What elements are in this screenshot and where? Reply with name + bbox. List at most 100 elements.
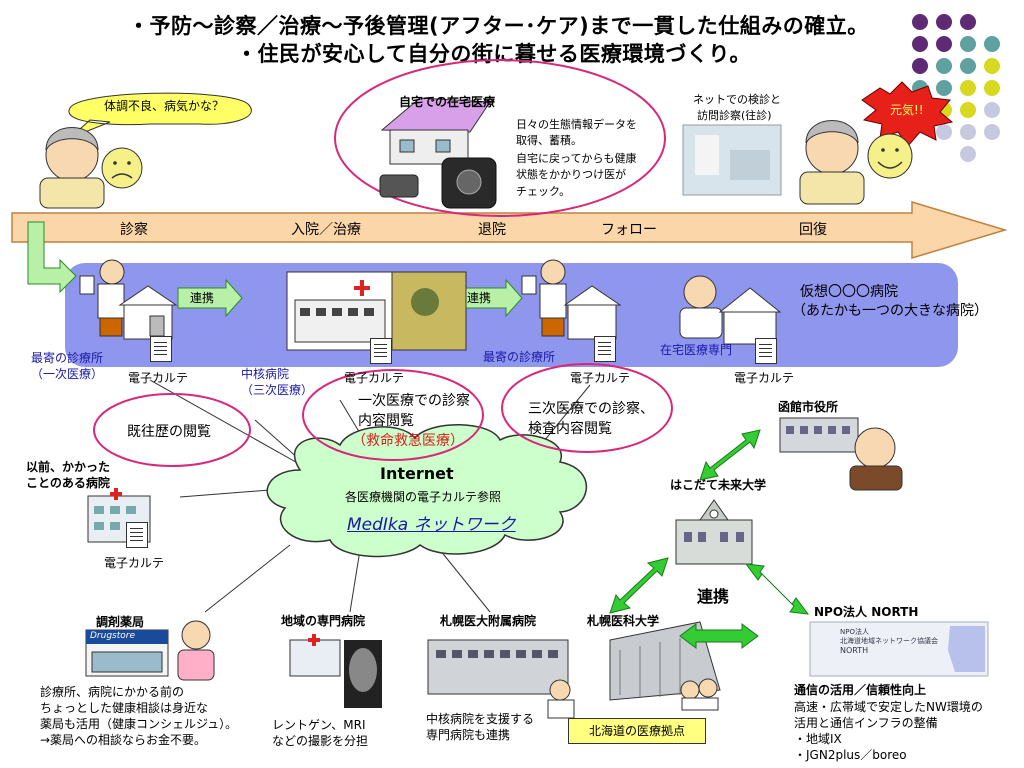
tertiary-care-1: 三次医療での診察、 <box>528 401 654 417</box>
karte-icon <box>370 338 392 364</box>
npo-desc-3: 活用と通信インフラの整備 <box>794 716 938 730</box>
timeline-label-5: 回復 <box>799 222 827 238</box>
karte-label-2: 電子カルテ <box>344 371 405 385</box>
home-care-desc-1: 日々の生態情報データを <box>516 118 637 131</box>
city-office-figure <box>779 417 903 491</box>
core-hospital-label-2: （三次医療） <box>241 383 314 397</box>
medika-network-link[interactable]: MedIka ネットワーク <box>347 515 516 535</box>
title-line-1: ・予防～診察／治療～予後管理(アフター･ケア)まで一貫した仕組みの確立。 <box>128 14 869 38</box>
virtual-hospital-note: （あたかも一つの大きな病院） <box>792 303 988 319</box>
bubble-right-shape <box>861 81 954 147</box>
clinic2-figure <box>521 259 622 340</box>
karte-icon <box>594 336 616 362</box>
npo-desc-2: 高速・広帯域で安定したNW環境の <box>794 700 983 714</box>
timeline-label-3: 退院 <box>478 222 506 238</box>
npo-desc-1: 通信の活用／信頼性向上 <box>794 683 927 697</box>
pharmacy-title: 調剤薬局 <box>96 615 145 629</box>
specialist-title: 地域の専門病院 <box>281 614 366 628</box>
specialist-figure <box>289 634 382 708</box>
renkei-arrow-1 <box>177 278 243 318</box>
decorative-dots <box>912 14 1012 164</box>
sapporo-hospital-figure <box>427 639 575 719</box>
renkei-arrow-2 <box>459 278 523 318</box>
core-hospital-label-1: 中核病院 <box>241 367 290 381</box>
oval-primary <box>302 369 484 461</box>
npo-banner-1: NPO法人 <box>840 628 869 636</box>
oval-home-care <box>334 59 666 217</box>
renkei-label-1: 連携 <box>190 291 215 305</box>
bubble-right-text: 元気!! <box>890 103 924 117</box>
karte-label-5: 電子カルテ <box>104 556 165 570</box>
timeline-label-2: 入院／治療 <box>291 222 361 238</box>
hokkaido-base-badge: 北海道の医療拠点 <box>568 718 706 744</box>
pharmacy-figure <box>85 620 215 681</box>
clinic1-label-1: 最寄の診療所 <box>31 351 104 365</box>
pharmacy-desc-4: →薬局への相談ならお金不要。 <box>40 733 207 747</box>
renkei-label-2: 連携 <box>467 291 492 305</box>
npo-banner-3: NORTH <box>840 646 869 655</box>
npo-label: NPO法人 NORTH <box>814 605 919 619</box>
internet-title: Internet <box>380 464 454 483</box>
primary-care-2: 内容閲覧 <box>358 413 414 429</box>
primary-care-1: 一次医療での診察 <box>358 393 470 409</box>
home-care-desc-2: 取得、蓄積。 <box>516 134 582 147</box>
karte-label-4: 電子カルテ <box>734 371 795 385</box>
home-specialist-label: 在宅医療専門 <box>660 343 733 357</box>
home-care-desc-3: 自宅に戻ってからも健康 <box>516 152 637 165</box>
title-line-2: ・住民が安心して自分の街に暮せる医療環境づくり。 <box>236 42 751 66</box>
specialist-desc-2: などの撮影を分担 <box>272 734 369 748</box>
net-care-1: ネットでの検診と <box>693 93 781 106</box>
past-hospital-label-1: 以前、かかった <box>26 460 111 474</box>
future-univ-label: はこだて未来大学 <box>670 478 767 492</box>
sapporo-hospital-title: 札幌医大附属病院 <box>440 614 537 628</box>
internet-cloud <box>266 424 588 558</box>
oval-history <box>93 393 251 467</box>
karte-label-3: 電子カルテ <box>570 371 631 385</box>
timeline-arrow <box>11 200 1008 260</box>
sapporo-univ-title: 札幌医科大学 <box>587 614 660 628</box>
karte-label-1: 電子カルテ <box>128 371 189 385</box>
renkei-big-label: 連携 <box>697 587 730 606</box>
net-care-2: 訪問診察(往診) <box>697 109 772 122</box>
pharmacy-desc-2: ちょっとした健康相談は身近な <box>40 701 209 715</box>
npo-desc-4: ・地域IX <box>794 732 842 746</box>
hakodate-city-label: 函館市役所 <box>778 400 839 414</box>
home-building <box>379 97 497 209</box>
npo-banner-2: 北海道地域ネットワーク協議会 <box>840 637 938 645</box>
virtual-hospital-name: 仮想〇〇〇病院 <box>800 284 898 300</box>
pharmacy-desc-1: 診療所、病院にかかる前の <box>40 685 185 699</box>
tertiary-care-2: 検査内容閲覧 <box>528 421 612 437</box>
clinic2-label: 最寄の診療所 <box>483 350 556 364</box>
timeline-label-4: フォロー <box>601 222 657 238</box>
entry-arrow <box>27 221 77 294</box>
home-care-desc-4: 状態をかかりつけ医が <box>516 168 627 181</box>
bubble-left-text: 体調不良、病気かな？ <box>104 99 225 113</box>
emergency-label: （救命救急医療） <box>352 433 464 449</box>
internet-sub: 各医療機関の電子カルテ参照 <box>345 490 502 504</box>
home-specialist-figure <box>679 275 782 345</box>
past-hospital-label-2: ことのある病院 <box>26 476 110 490</box>
oval-tertiary <box>501 363 673 453</box>
clinic1-label-2: （一次医療） <box>31 367 104 381</box>
karte-icon <box>150 336 172 362</box>
npo-desc-5: ・JGN2plus／boreo <box>794 748 907 762</box>
timeline-label-1: 診察 <box>120 222 148 238</box>
specialist-desc-1: レントゲン、MRI <box>272 718 366 732</box>
home-care-title: 自宅での在宅医療 <box>399 95 496 109</box>
core-hospital-figure <box>286 271 467 351</box>
pharmacy-sign: Drugstore <box>90 631 136 641</box>
karte-icon <box>126 522 148 548</box>
sapporo-hospital-desc-2: 専門病院も連携 <box>426 728 511 742</box>
green-arrows <box>609 429 810 649</box>
sapporo-hospital-desc-1: 中核病院を支援する <box>426 712 535 726</box>
elder-right <box>799 120 913 205</box>
karte-icon <box>755 338 777 364</box>
home-care-desc-5: チェック。 <box>516 185 571 198</box>
npo-banner-figure <box>809 621 989 677</box>
elder-left <box>39 127 143 209</box>
future-univ-figure <box>675 499 753 565</box>
clinic1-figure <box>79 259 178 340</box>
history-view-label: 既往歴の閲覧 <box>127 424 211 440</box>
pharmacy-desc-3: 薬局も活用（健康コンシェルジュ）。 <box>40 717 238 731</box>
